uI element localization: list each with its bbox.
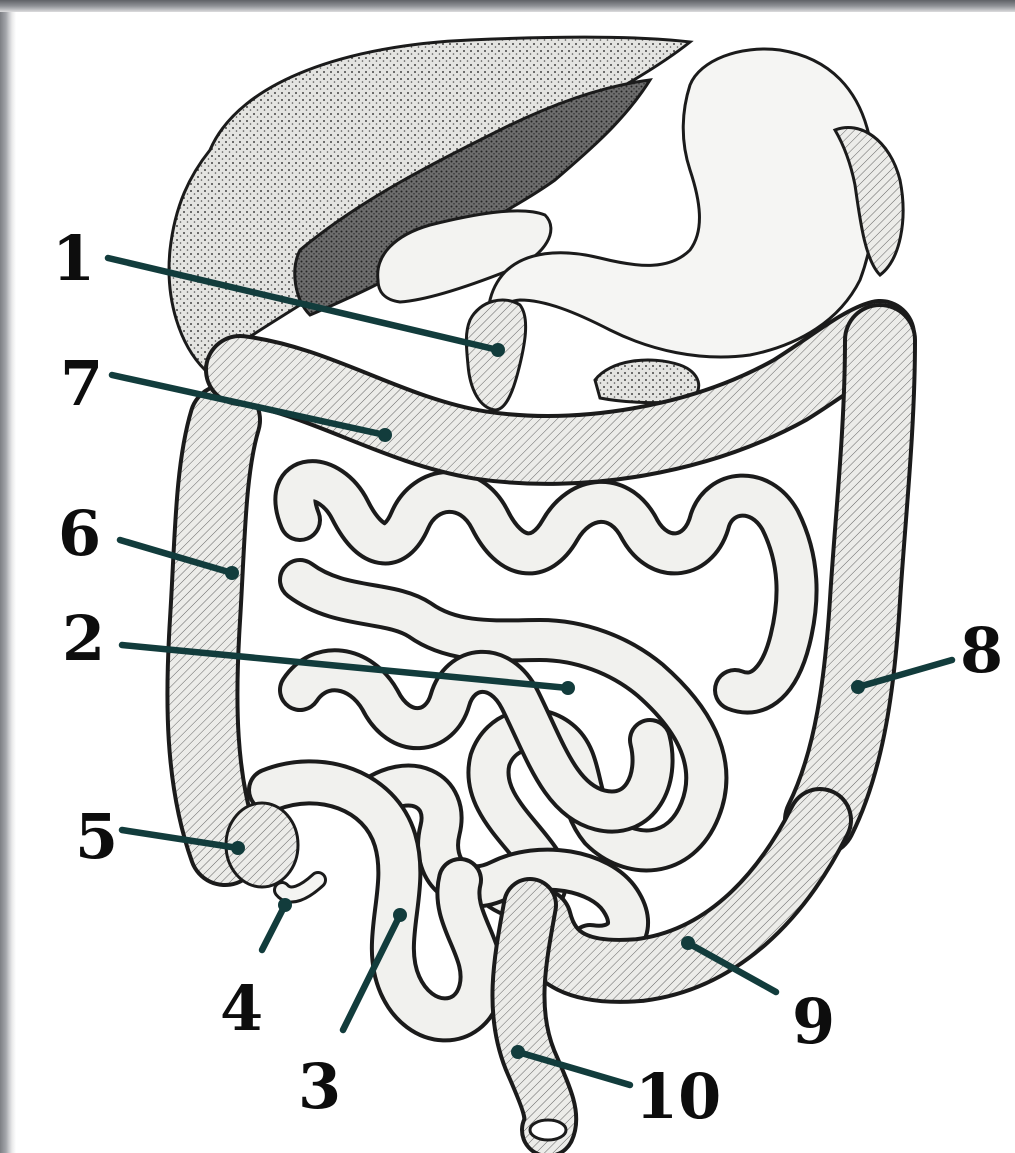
- label-1: 1: [52, 222, 95, 295]
- label-3: 3: [298, 1050, 341, 1123]
- label-6: 6: [58, 497, 101, 570]
- anal-opening-shape: [530, 1120, 566, 1140]
- label-9: 9: [792, 985, 835, 1058]
- label-8: 8: [960, 614, 1003, 687]
- label-2: 2: [62, 602, 105, 675]
- label-7: 7: [60, 347, 103, 420]
- label-10: 10: [635, 1060, 721, 1133]
- label-5: 5: [75, 800, 118, 873]
- label-4: 4: [220, 972, 263, 1045]
